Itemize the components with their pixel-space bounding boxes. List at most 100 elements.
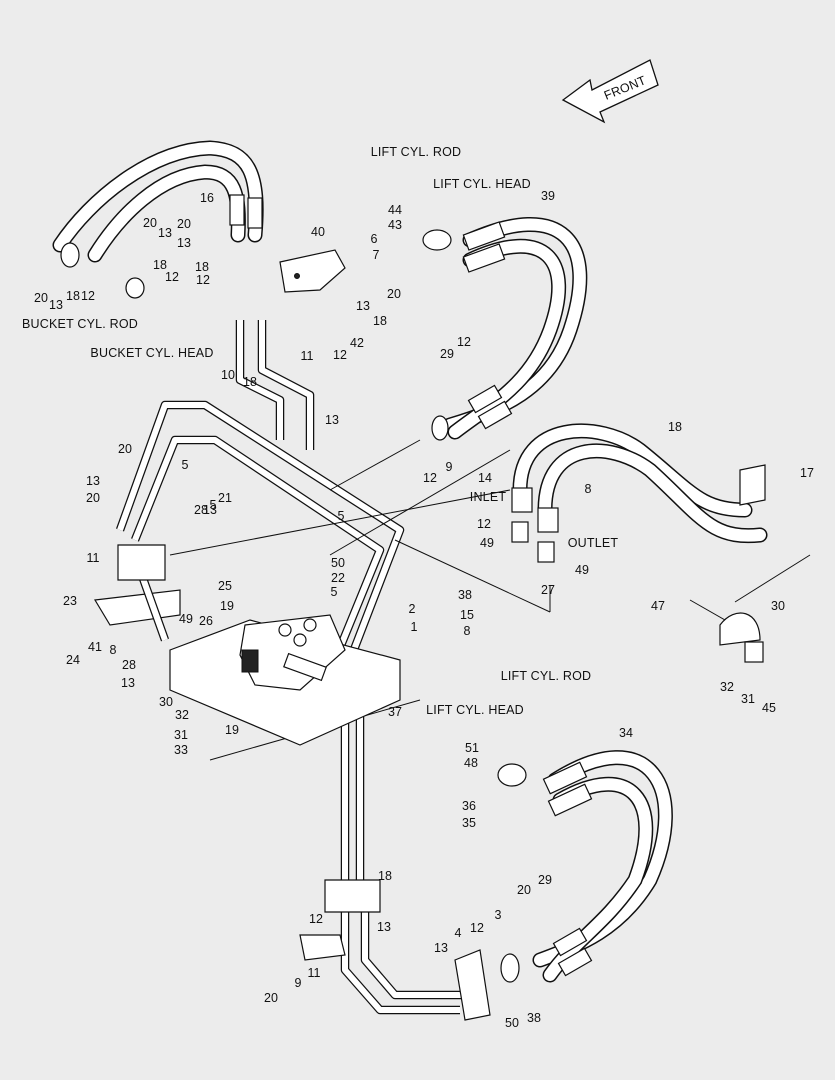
part-number-label: 29	[538, 873, 552, 887]
control-valve-plate	[169, 614, 401, 746]
part-number-label: 25	[218, 579, 232, 593]
part-number-label: 40	[311, 225, 325, 239]
part-number-label: 26	[199, 614, 213, 628]
part-number-label: 49	[480, 536, 494, 550]
part-number-label: 21	[218, 491, 232, 505]
part-number-label: 15	[460, 608, 474, 622]
part-number-label: 12	[457, 335, 471, 349]
part-number-label: 9	[445, 460, 453, 474]
part-number-label: 29	[440, 347, 454, 361]
part-number-label: 11	[300, 349, 314, 363]
part-number-label: 8	[463, 624, 471, 638]
part-number-label: 22	[331, 571, 345, 585]
part-number-label: 12	[423, 471, 437, 485]
part-number-label: 36	[462, 799, 476, 813]
part-number-label: 33	[174, 743, 188, 757]
part-number-label: 20	[177, 217, 191, 231]
part-number-label: 13	[177, 236, 191, 250]
caption-bucket-cyl-rod: BUCKET CYL. ROD	[22, 317, 138, 331]
caption-lift-cyl-head-top: LIFT CYL. HEAD	[433, 177, 531, 191]
part-number-label: 8	[109, 643, 117, 657]
part-number-label: 12	[196, 273, 210, 287]
part-number-label: 16	[200, 191, 214, 205]
part-number-label: 32	[720, 680, 734, 694]
part-number-label: 35	[462, 816, 476, 830]
part-number-label: 7	[372, 248, 380, 262]
part-number-label: 28	[194, 503, 208, 517]
part-number-label: 37	[388, 705, 402, 719]
part-number-label: 17	[800, 466, 814, 480]
part-number-label: 20	[143, 216, 157, 230]
part-number-label: 2	[408, 602, 416, 616]
part-number-label: 13	[86, 474, 100, 488]
part-number-label: 18	[243, 375, 257, 389]
part-number-label: 20	[34, 291, 48, 305]
part-number-label: 18	[66, 289, 80, 303]
part-number-label: 18	[378, 869, 392, 883]
part-number-label: 45	[762, 701, 776, 715]
part-number-label: 19	[220, 599, 234, 613]
part-number-label: 6	[370, 232, 378, 246]
part-number-label: 24	[66, 653, 80, 667]
part-number-label: 38	[527, 1011, 541, 1025]
part-number-label: 5	[181, 458, 189, 472]
part-number-label: 3	[494, 908, 502, 922]
part-number-label: 31	[174, 728, 188, 742]
part-number-label: 23	[63, 594, 77, 608]
part-number-label: 5	[330, 585, 338, 599]
part-number-label: 20	[517, 883, 531, 897]
part-number-label: 13	[49, 298, 63, 312]
part-number-label: 8	[584, 482, 592, 496]
part-number-label: 19	[225, 723, 239, 737]
caption-bucket-cyl-head: BUCKET CYL. HEAD	[90, 346, 214, 360]
part-number-label: 30	[771, 599, 785, 613]
part-number-label: 13	[356, 299, 370, 313]
part-number-label: 32	[175, 708, 189, 722]
part-number-label: 47	[651, 599, 665, 613]
part-number-label: 9	[294, 976, 302, 990]
inlet-outlet-hoses	[511, 423, 768, 563]
part-number-label: 50	[331, 556, 345, 570]
part-number-label: 38	[458, 588, 472, 602]
caption-lift-cyl-head-bottom: LIFT CYL. HEAD	[426, 703, 524, 717]
part-number-label: 28	[122, 658, 136, 672]
bucket-hoses	[52, 140, 264, 299]
part-number-label: 13	[158, 226, 172, 240]
part-number-label: 18	[668, 420, 682, 434]
part-number-label: 12	[165, 270, 179, 284]
part-number-label: 48	[464, 756, 478, 770]
part-number-label: 11	[86, 551, 100, 565]
lift-hoses-top	[422, 217, 588, 441]
part-number-label: 20	[387, 287, 401, 301]
mount-bracket-left	[94, 544, 181, 642]
part-number-label: 11	[307, 966, 321, 980]
part-number-label: 1	[410, 620, 418, 634]
part-number-label: 43	[388, 218, 402, 232]
bracket-40	[279, 249, 346, 293]
part-number-label: 18	[195, 260, 209, 274]
part-number-label: 34	[619, 726, 633, 740]
part-number-label: 30	[159, 695, 173, 709]
clamp-48	[719, 612, 764, 663]
part-number-label: 31	[741, 692, 755, 706]
part-number-label: 20	[86, 491, 100, 505]
part-number-label: 42	[350, 336, 364, 350]
front-arrow-icon	[561, 59, 659, 124]
part-number-label: 27	[541, 583, 555, 597]
part-number-label: 13	[203, 503, 217, 517]
part-number-label: 5	[209, 498, 217, 512]
part-number-label: 12	[81, 289, 95, 303]
part-number-label: 4	[454, 926, 462, 940]
part-number-label: 12	[309, 912, 323, 926]
part-number-label: 49	[179, 612, 193, 626]
caption-lift-cyl-rod-bottom: LIFT CYL. ROD	[500, 669, 592, 683]
part-number-label: 41	[88, 640, 102, 654]
part-number-label: 20	[264, 991, 278, 1005]
part-number-label: 44	[388, 203, 402, 217]
part-number-label: 51	[465, 741, 479, 755]
caption-outlet: OUTLET	[567, 536, 619, 550]
part-number-label: 12	[470, 921, 484, 935]
part-number-label: 10	[221, 368, 235, 382]
part-number-label: 13	[434, 941, 448, 955]
